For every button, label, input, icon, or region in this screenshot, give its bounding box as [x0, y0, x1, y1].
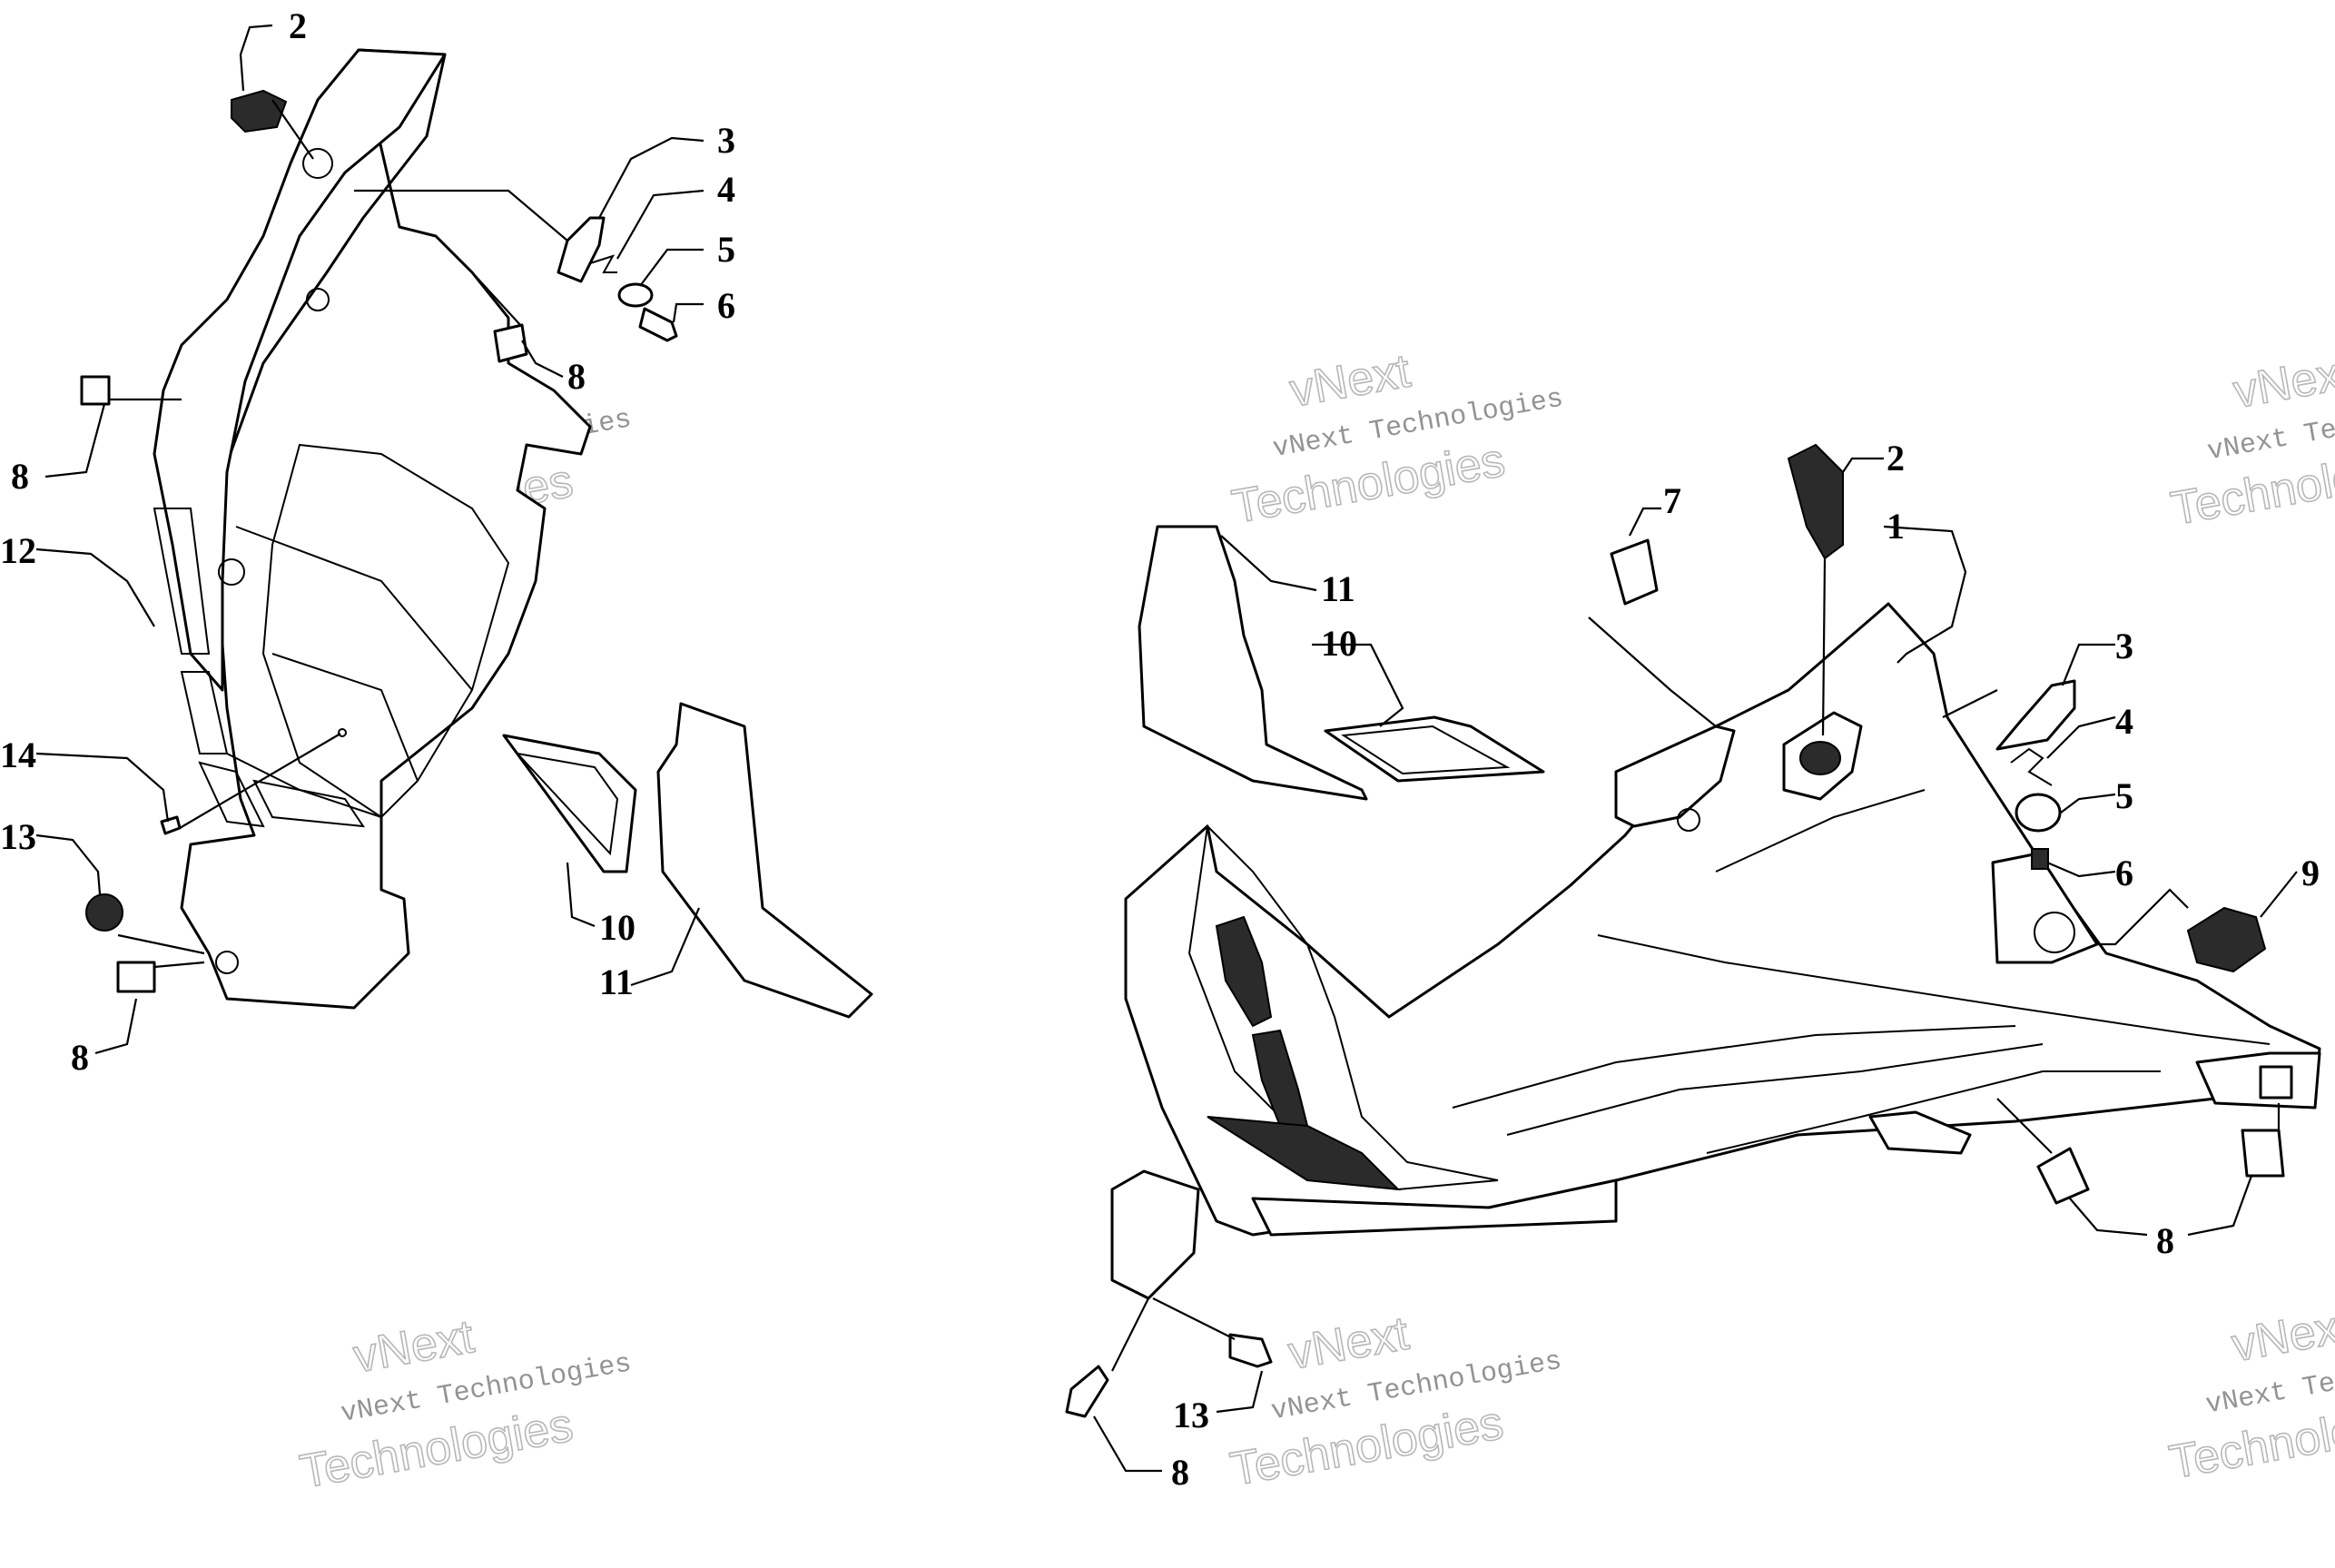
right-bumper-part [2186, 906, 2267, 973]
right-hood-ridge [1614, 725, 1736, 828]
right-callout-5: 5 [2115, 775, 2133, 816]
left-mount-hole [215, 951, 239, 974]
left-callout-12: 12 [0, 530, 36, 571]
right-hood-crease [1597, 934, 2271, 1045]
right-hood-front-flap [1110, 1169, 1200, 1300]
right-callout-13: 13 [1173, 1395, 1209, 1435]
right-hood-flange [1991, 852, 2099, 964]
left-bracket-part [557, 216, 606, 283]
right-hood-crease [1506, 1043, 2044, 1136]
left-shroud-crease [271, 653, 419, 782]
right-nut-7-part [1610, 538, 1659, 606]
right-hood-mount-tab [1868, 1110, 1972, 1155]
left-callout-8-bottom: 8 [71, 1037, 89, 1078]
left-callout-13: 13 [0, 816, 36, 857]
left-louvres [153, 508, 366, 828]
right-hood-crease [1715, 789, 1926, 873]
right-nut-8-part [1065, 1365, 1109, 1418]
left-callout-6: 6 [717, 285, 735, 326]
left-rivet-hole [338, 728, 347, 737]
right-leaders [1093, 457, 2298, 1473]
left-knob-part [231, 89, 288, 133]
right-callout-7: 7 [1663, 480, 1681, 521]
left-nut-part [116, 961, 156, 993]
right-hood-front [1187, 823, 1499, 1191]
right-callout-8-right: 8 [2156, 1220, 2174, 1261]
right-hood-bottom-trim [1251, 1178, 1618, 1237]
left-callout-8-side: 8 [11, 456, 29, 497]
right-clip-part [2010, 747, 2053, 786]
left-decal-10 [502, 734, 637, 873]
left-decal-11 [656, 702, 873, 1019]
right-louvres [1207, 915, 1401, 1191]
left-callout-8-top: 8 [567, 356, 586, 397]
right-screw-13-part [1228, 1333, 1273, 1368]
right-knob-part [1787, 443, 1844, 560]
right-callout-10: 10 [1321, 623, 1357, 664]
right-socket-knob [1799, 741, 1841, 775]
right-hood-tab [2195, 1051, 2321, 1109]
left-callout-10: 10 [599, 907, 635, 948]
right-flange-hole [2034, 912, 2075, 953]
watermark-word: Technologies [1227, 1396, 1507, 1496]
watermark-brand: vNext [2230, 346, 2335, 419]
right-nut-8-part [2241, 1129, 2285, 1178]
left-mount-hole [218, 558, 245, 586]
right-screw-part [2031, 848, 2049, 870]
left-grommet-part [85, 893, 123, 932]
right-callout-4: 4 [2115, 701, 2133, 742]
left-shroud-crease [235, 526, 473, 691]
right-tab-slot [2259, 1065, 2293, 1100]
right-callout-11: 11 [1321, 568, 1355, 609]
left-clip-part [589, 254, 617, 273]
left-callout-14: 14 [0, 735, 36, 775]
left-callout-5: 5 [717, 229, 735, 270]
right-assembly: 2 1 7 11 10 3 4 5 6 9 8 13 8 [1065, 438, 2321, 1493]
right-decal-11 [1138, 525, 1368, 801]
right-washer-part [2015, 793, 2062, 833]
left-nut-part [80, 375, 111, 406]
watermark-word: Technologies [1228, 434, 1509, 534]
right-mount-hole [1677, 808, 1700, 832]
watermark-bottom-center: vNext vNext Technologies Technologies [1226, 1307, 1564, 1497]
left-callout-4: 4 [717, 169, 735, 210]
left-assembly: 2 3 4 5 6 8 8 12 14 13 8 10 11 [0, 5, 873, 1078]
watermark-top-center: vNext vNext Technologies Technologies [1227, 344, 1566, 535]
right-decal-10 [1324, 715, 1545, 783]
right-bracket-part [1995, 679, 2076, 751]
left-leaders [35, 24, 704, 1055]
left-callout-2: 2 [289, 5, 307, 46]
watermark-brand: vNext [1286, 344, 1415, 417]
left-screw-part [638, 307, 678, 342]
right-callout-9: 9 [2301, 853, 2320, 893]
right-callout-2: 2 [1887, 438, 1905, 478]
left-callout-11: 11 [599, 962, 634, 1002]
watermark-bottom-right: vNext vNext Technologies Technologies [2165, 1298, 2335, 1490]
left-mount-hole [302, 148, 333, 179]
right-callout-1: 1 [1887, 506, 1905, 547]
watermark-bottom-left: vNext vNext Technologies Technologies [296, 1309, 635, 1499]
left-small-screw-part [160, 815, 182, 835]
left-nut-part [493, 323, 528, 363]
right-callout-8-bottom: 8 [1171, 1452, 1189, 1493]
left-washer-part [617, 282, 654, 308]
watermark-word: Technologies [296, 1399, 576, 1499]
right-callout-3: 3 [2115, 626, 2133, 666]
watermark-brand: vNext [1285, 1307, 1414, 1380]
watermark-top-right: vNext vNext Technologies Technologies [2166, 345, 2335, 537]
right-callout-6: 6 [2115, 853, 2133, 893]
right-nut-8-part [2036, 1147, 2090, 1205]
watermark-brand: vNext [2228, 1299, 2335, 1372]
left-mount-hole [306, 288, 330, 311]
right-hood-crease [1452, 1025, 2016, 1109]
right-hood-crease [1706, 1070, 2161, 1154]
left-callout-3: 3 [717, 120, 735, 161]
watermark-brand: vNext [350, 1310, 478, 1383]
